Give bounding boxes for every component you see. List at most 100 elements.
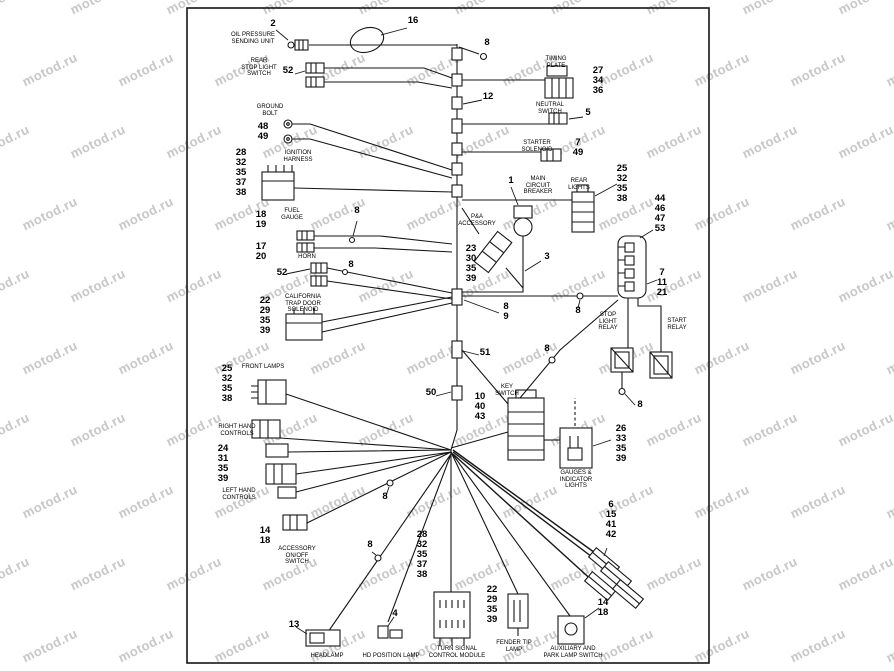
callout-12: 12 xyxy=(482,91,494,102)
callout-2-oil-pressure: 2 xyxy=(270,18,276,29)
callout-28-32-35-37-38-ignition: 28 32 35 37 38 xyxy=(235,147,247,198)
callout-22-29-35-39-fender: 22 29 35 39 xyxy=(486,584,498,625)
tsm-glyph xyxy=(433,591,471,646)
ignition-harness xyxy=(261,165,453,201)
label-starter-solenoid: STARTER SOLENOID xyxy=(521,140,553,153)
callout-1-breaker: 1 xyxy=(508,175,514,186)
callout-17-20-fuel: 17 20 xyxy=(255,241,267,262)
callout-8-mid-ground: 8 xyxy=(575,305,581,316)
fender-tip-glyph xyxy=(507,593,529,636)
label-key-switch: KEY SWITCH xyxy=(495,384,519,397)
harness-loop xyxy=(349,26,385,54)
callout-18-19-fuel: 18 19 xyxy=(255,209,267,230)
left-hand-controls-connector xyxy=(265,463,297,499)
diagram-lines xyxy=(186,7,710,664)
ground-terminal-top xyxy=(479,52,488,61)
harness-fanout xyxy=(279,393,613,633)
callout-4-position-lamp: 4 xyxy=(392,608,398,619)
headlamp-glyph xyxy=(295,626,341,647)
callout-23-30-35-39-pa: 23 30 35 39 xyxy=(465,243,477,284)
callout-14-18-accessory: 14 18 xyxy=(259,525,271,546)
label-rear-stop-light-switch: REAR STOP LIGHT SWITCH xyxy=(241,58,277,78)
start-relay xyxy=(649,351,673,379)
callout-22-29-35-39-california: 22 29 35 39 xyxy=(259,295,271,336)
label-ground-bolt: GROUND BOLT xyxy=(256,104,284,117)
callout-52-rear-stop: 52 xyxy=(282,65,294,76)
callout-16-harness-loop: 16 xyxy=(407,15,419,26)
callout-27-34-36-timing: 27 34 36 xyxy=(592,65,604,96)
callout-8-left-ground: 8 xyxy=(382,491,388,502)
label-auxiliary-park-lamp-switch: AUXILIARY AND PARK LAMP SWITCH xyxy=(543,646,603,659)
callout-8-9: 8 9 xyxy=(503,301,509,322)
callout-13-headlamp: 13 xyxy=(288,619,300,630)
oil-pressure-connector xyxy=(275,26,457,54)
pa-accessory-connector xyxy=(461,207,542,289)
ground-terminal-mid xyxy=(576,292,584,300)
label-neutral-switch: NEUTRAL SWITCH xyxy=(535,102,565,115)
ground-terminal-relay xyxy=(618,387,626,396)
california-solenoid xyxy=(285,296,453,341)
label-rear-lights: REAR LIGHTS xyxy=(568,178,590,191)
callout-28-32-35-37-38-tsm: 28 32 35 37 38 xyxy=(416,529,428,580)
callout-8-fuel-ground: 8 xyxy=(354,205,360,216)
rear-harness-cluster xyxy=(583,546,645,610)
right-hand-controls-connector xyxy=(251,419,289,458)
callout-14-18-aux: 14 18 xyxy=(597,597,609,618)
fuel-gauge-connector xyxy=(296,220,453,253)
neutral-switch xyxy=(462,112,584,125)
callout-48-49-ground: 48 49 xyxy=(257,121,269,142)
label-turn-signal-control-module: TURN SIGNAL CONTROL MODULE xyxy=(428,646,486,659)
callout-52-horn: 52 xyxy=(276,267,288,278)
main-circuit-breaker xyxy=(462,186,572,293)
callout-8-key-ground: 8 xyxy=(544,343,550,354)
label-gauges-indicator-lights: GAUGES & INDICATOR LIGHTS xyxy=(559,470,593,490)
callout-3: 3 xyxy=(544,251,550,262)
label-pa-accessory: P&A ACCESSORY xyxy=(458,214,496,227)
label-start-relay: START RELAY xyxy=(667,318,687,331)
callout-8-horn-ground: 8 xyxy=(348,259,354,270)
aux-park-glyph xyxy=(557,607,600,645)
callout-50: 50 xyxy=(425,387,437,398)
trunk-connectors xyxy=(451,47,463,401)
callout-7-49-starter: 7 49 xyxy=(572,137,584,158)
callout-8-top-ground: 8 xyxy=(484,37,490,48)
starter-solenoid xyxy=(462,148,562,162)
label-timing-plate: TIMING PLATE xyxy=(545,56,567,69)
horn-connector xyxy=(285,262,453,300)
label-left-hand-controls: LEFT HAND CONTROLS xyxy=(222,488,256,501)
label-right-hand-controls: RIGHT HAND CONTROLS xyxy=(218,424,256,437)
callout-25-32-35-38-rear-lights: 25 32 35 38 xyxy=(616,163,628,204)
rear-lights-connector xyxy=(571,183,618,233)
label-fuel-gauge: FUEL GAUGE xyxy=(281,208,303,221)
label-hd-position-lamp: HD POSITION LAMP xyxy=(362,653,420,659)
main-harness-trunk xyxy=(450,44,458,592)
right-connector-block xyxy=(617,229,658,299)
label-headlamp: HEADLAMP xyxy=(310,653,344,659)
callout-44-46-47-53-block: 44 46 47 53 xyxy=(654,193,666,234)
callout-26-33-35-39-gauges: 26 33 35 39 xyxy=(615,423,627,464)
timing-plate xyxy=(462,65,574,99)
callout-10-40-43-key: 10 40 43 xyxy=(474,391,486,422)
callout-6-15-41-42-cluster: 6 15 41 42 xyxy=(605,499,617,540)
callout-25-32-35-38-front-lamps: 25 32 35 38 xyxy=(221,363,233,404)
ground-bolt xyxy=(283,119,453,179)
key-switch xyxy=(461,299,619,461)
callout-8-accessory-ground: 8 xyxy=(367,539,373,550)
label-horn: HORN xyxy=(298,254,316,260)
label-main-circuit-breaker: MAIN CIRCUIT BREAKER xyxy=(523,176,553,196)
front-lamps-connector xyxy=(251,379,287,405)
label-accessory-on-off-switch: ACCESSORY ON/OFF SWITCH xyxy=(278,546,316,566)
callout-51: 51 xyxy=(479,347,491,358)
diagram-frame xyxy=(186,7,710,664)
label-fender-tip-lamp: FENDER TIP LAMP xyxy=(496,640,532,653)
label-ignition-harness: IGNITION HARNESS xyxy=(283,150,313,163)
label-oil-pressure-sending-unit: OIL PRESSURE SENDING UNIT xyxy=(230,32,276,45)
callout-7-11-21-relays: 7 11 21 xyxy=(656,267,668,298)
label-stop-light-relay: STOP LIGHT RELAY xyxy=(598,312,618,332)
gauges-connector xyxy=(544,398,612,469)
rear-stop-light-switch xyxy=(294,62,453,89)
callout-8-relay-ground: 8 xyxy=(637,399,643,410)
label-california-trap-door-solenoid: CALIFORNIA TRAP DOOR SOLENOID xyxy=(284,294,322,314)
